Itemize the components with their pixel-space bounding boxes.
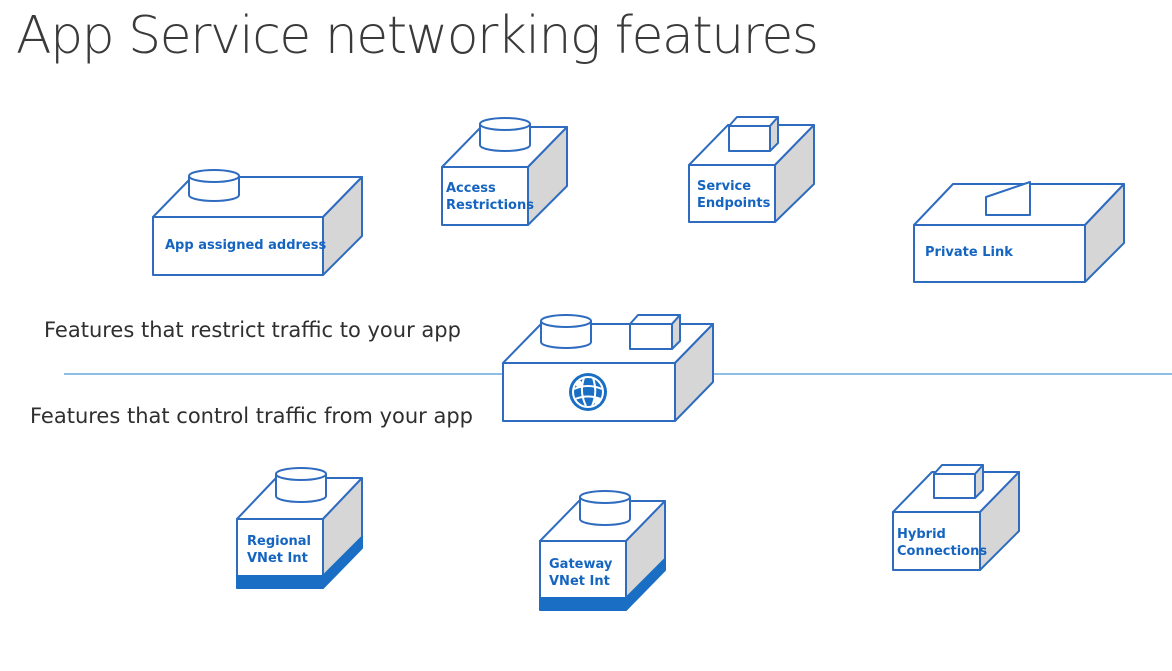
small-cube-icon [933, 464, 984, 499]
private-link-box [913, 181, 1125, 283]
private-link-label: Private Link [925, 245, 1013, 260]
database-cylinder-icon [540, 314, 592, 349]
database-cylinder-icon [188, 169, 240, 202]
vnet-base-bar [539, 558, 666, 611]
vnet-base-bar [236, 536, 363, 589]
regional-vnet-label: Regional VNet Int [247, 534, 312, 566]
regional-vnet-box [236, 467, 363, 589]
private-link-tab-icon [985, 181, 1031, 216]
small-cube-icon [629, 314, 681, 350]
database-cylinder-icon [479, 117, 531, 152]
service-endpoints-box [688, 116, 815, 223]
access-restrictions-box [441, 117, 568, 226]
app-assigned-address-label: App assigned address [165, 238, 327, 253]
gateway-vnet-box [539, 490, 666, 611]
slide-title: App Service networking features [16, 6, 819, 66]
small-cube-icon [728, 116, 779, 152]
service-endpoints-label: Service Endpoints [697, 179, 771, 211]
app-service-box [502, 314, 714, 422]
hybrid-connections-label: Hybrid Connections [897, 527, 988, 559]
inbound-section-label: Features that restrict traffic to your a… [44, 318, 461, 342]
database-cylinder-icon [275, 467, 327, 503]
outbound-section-label: Features that control traffic from your … [30, 404, 473, 428]
access-restrictions-label: Access Restrictions [446, 181, 534, 213]
app-assigned-address-box [152, 169, 363, 276]
database-cylinder-icon [579, 490, 631, 526]
hybrid-connections-box [892, 464, 1020, 571]
app-service-globe-icon [569, 373, 607, 411]
gateway-vnet-label: Gateway VNet Int [549, 557, 613, 589]
